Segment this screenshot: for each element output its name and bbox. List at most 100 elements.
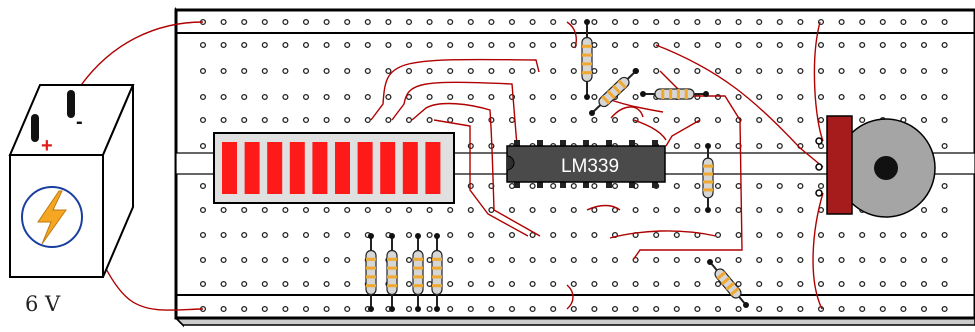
led-segment <box>402 142 418 194</box>
breadboard-hole <box>364 41 371 49</box>
breadboard-hole <box>900 305 907 313</box>
resistor-band <box>703 188 713 192</box>
resistor-end <box>707 259 713 265</box>
breadboard-hole <box>838 93 845 101</box>
wire <box>391 81 518 147</box>
breadboard-hole <box>570 305 577 313</box>
breadboard-hole <box>550 206 557 214</box>
breadboard-hole <box>941 116 948 124</box>
breadboard-hole <box>550 182 557 190</box>
resistor-casing <box>365 249 377 296</box>
breadboard-hole <box>261 41 268 49</box>
breadboard-hole <box>344 93 351 101</box>
breadboard-hole <box>735 280 742 288</box>
breadboard-hole <box>467 18 474 26</box>
wire <box>586 204 621 211</box>
breadboard-hole <box>694 182 701 190</box>
breadboard-hole <box>385 18 392 26</box>
breadboard-hole <box>344 41 351 49</box>
pot-shaft <box>874 156 898 180</box>
breadboard-hole <box>611 116 619 124</box>
ic-pin <box>583 180 589 188</box>
breadboard-hole <box>199 67 207 75</box>
resistor-band <box>582 44 592 48</box>
resistor-body <box>581 36 593 83</box>
breadboard-hole <box>756 67 763 75</box>
breadboard-hole <box>550 116 557 124</box>
wire <box>665 119 701 147</box>
ic-pin <box>514 180 520 188</box>
led-segment <box>312 142 328 194</box>
breadboard-hole <box>694 142 701 150</box>
breadboard-hole <box>344 231 351 239</box>
breadboard-hole <box>694 41 701 49</box>
led-segment <box>267 142 283 194</box>
breadboard-hole <box>756 18 763 26</box>
breadboard-hole <box>529 116 536 124</box>
breadboard-hole <box>941 206 948 214</box>
ic-pin <box>606 180 612 188</box>
resistor-end <box>389 306 395 312</box>
breadboard-hole <box>447 206 454 214</box>
breadboard-hole <box>447 305 454 313</box>
resistor <box>581 19 593 100</box>
breadboard-hole <box>611 256 619 264</box>
breadboard-hole <box>632 41 639 49</box>
breadboard-hole <box>776 18 783 26</box>
breadboard-hole <box>776 41 783 49</box>
breadboard-hole <box>776 67 783 75</box>
breadboard-hole <box>694 18 701 26</box>
breadboard-hole <box>673 142 680 150</box>
breadboard-hole <box>364 67 371 75</box>
resistor-end <box>743 302 749 308</box>
breadboard-hole <box>405 305 413 313</box>
breadboard-hole <box>900 41 907 49</box>
breadboard-holes <box>199 18 948 313</box>
ic-pin <box>606 140 612 148</box>
resistor-band <box>703 180 713 184</box>
breadboard-hole <box>653 280 660 288</box>
breadboard-hole <box>405 116 413 124</box>
breadboard-hole <box>838 18 845 26</box>
breadboard-hole <box>467 256 474 264</box>
breadboard-hole <box>488 67 495 75</box>
potentiometer <box>815 115 936 218</box>
breadboard-hole <box>879 305 886 313</box>
breadboard-hole <box>756 231 763 239</box>
breadboard-hole <box>323 231 330 239</box>
resistor-band <box>703 172 713 176</box>
breadboard-hole <box>385 67 392 75</box>
resistor-body <box>386 249 398 296</box>
breadboard-hole <box>920 231 928 239</box>
resistor-end <box>703 91 709 97</box>
resistor-band <box>617 79 627 89</box>
breadboard-hole <box>344 256 351 264</box>
resistor-band <box>606 89 616 100</box>
ic-pin <box>583 140 589 148</box>
breadboard-hole <box>199 231 207 239</box>
breadboard-hole <box>550 18 557 26</box>
breadboard-hole <box>653 256 660 264</box>
breadboard-hole <box>529 93 536 101</box>
resistor-band <box>413 257 423 261</box>
resistor-casing <box>386 249 398 296</box>
pot-pin <box>815 137 823 145</box>
breadboard-hole <box>673 280 680 288</box>
breadboard-hole <box>797 206 804 214</box>
breadboard-hole <box>632 206 639 214</box>
breadboard-hole <box>447 116 454 124</box>
breadboard-hole <box>508 256 516 264</box>
breadboard-hole <box>488 18 495 26</box>
breadboard-hole <box>879 18 886 26</box>
breadboard-hole <box>838 280 845 288</box>
breadboard-hole <box>859 116 866 124</box>
breadboard-hole <box>385 93 392 101</box>
led-segment <box>222 142 237 194</box>
breadboard-hole <box>220 231 227 239</box>
led-segment <box>425 142 441 194</box>
resistor-body <box>412 249 424 296</box>
breadboard-hole <box>467 67 474 75</box>
breadboard-hole <box>735 231 742 239</box>
breadboard-hole <box>611 67 619 75</box>
breadboard-hole <box>817 93 825 101</box>
